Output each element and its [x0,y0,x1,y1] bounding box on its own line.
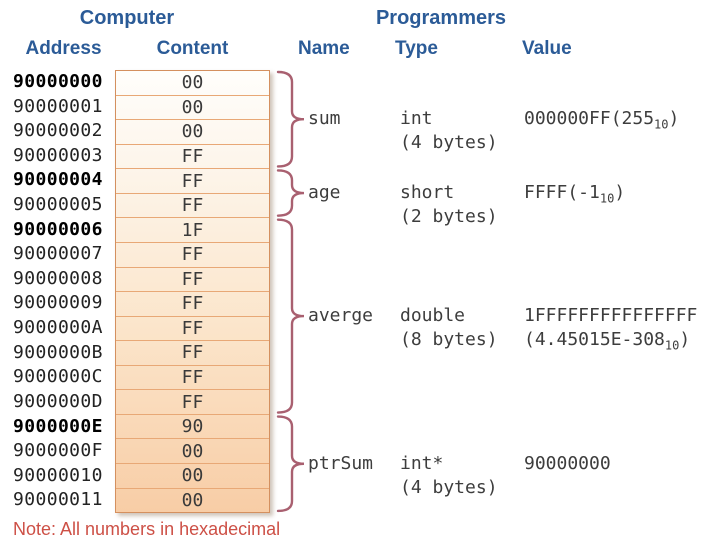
variable-value-line2: (4.45015E-30810) [524,329,691,353]
memory-cell: 1F [116,217,269,242]
variable-name: averge [308,305,374,327]
variable-name: age [308,182,341,204]
memory-address: 90000006 [13,218,103,240]
column-header-address: Address [25,38,102,59]
column-header-name: Name [298,38,350,59]
memory-cell: FF [116,192,269,218]
memory-cell: FF [116,364,269,390]
memory-cell: FF [116,241,269,267]
variable-type-bytes: (8 bytes) [400,329,498,351]
memory-address: 90000009 [13,292,103,314]
memory-cell: 90 [116,413,269,439]
memory-cell: FF [116,291,269,316]
memory-cell: FF [116,340,269,365]
memory-address: 90000008 [13,267,103,289]
brace-ptrSum [276,415,305,513]
variable-type: int* [400,452,444,474]
variable-type-bytes: (4 bytes) [400,476,498,498]
memory-address: 90000010 [13,464,103,486]
variable-type: double [400,305,466,327]
variable-value: 000000FF(25510) [524,108,680,132]
programmers-side-title: Programmers [375,7,507,29]
brace-age [276,169,305,217]
variable-type-bytes: (2 bytes) [400,206,498,228]
memory-cell: 00 [116,94,269,120]
variable-type: int [400,108,433,130]
variable-value: FFFF(-110) [524,182,626,206]
memory-address: 90000002 [13,120,103,142]
column-header-content: Content [156,38,229,59]
memory-cell: 00 [116,119,269,144]
memory-cell: FF [116,168,269,193]
column-header-value: Value [522,38,572,59]
memory-cell: 00 [116,487,269,513]
memory-cell: FF [116,266,269,292]
brace-averge [276,218,305,414]
variable-value: 90000000 [524,452,611,474]
memory-address: 90000004 [13,169,103,191]
memory-address: 9000000C [13,366,103,388]
memory-address: 9000000A [13,317,103,339]
memory-address: 90000011 [13,489,103,511]
memory-cell: FF [116,315,269,341]
memory-cell: 00 [181,72,204,94]
column-header-type: Type [395,38,438,59]
memory-address: 9000000F [13,440,103,462]
memory-address: 90000000 [13,71,103,92]
memory-cell: FF [116,389,269,414]
memory-address: 90000005 [13,194,103,216]
memory-cell: FF [116,143,269,169]
memory-address: 9000000D [13,390,103,412]
memory-address: 90000007 [13,243,103,265]
variable-name: ptrSum [308,452,374,474]
variable-name: sum [308,108,341,130]
memory-address: 90000003 [13,144,103,166]
memory-address: 9000000B [13,341,103,363]
memory-address: 90000001 [13,95,103,117]
brace-sum [276,70,305,168]
computer-side-title: Computer [79,7,175,29]
memory-cell: 00 [116,438,269,463]
hexadecimal-note: Note: All numbers in hexadecimal [13,519,281,539]
memory-address: 9000000E [13,415,103,437]
memory-cell: 00 [116,463,269,488]
variable-type: short [400,182,455,204]
variable-value: 1FFFFFFFFFFFFFFF [524,305,698,327]
variable-type-bytes: (4 bytes) [400,132,498,154]
